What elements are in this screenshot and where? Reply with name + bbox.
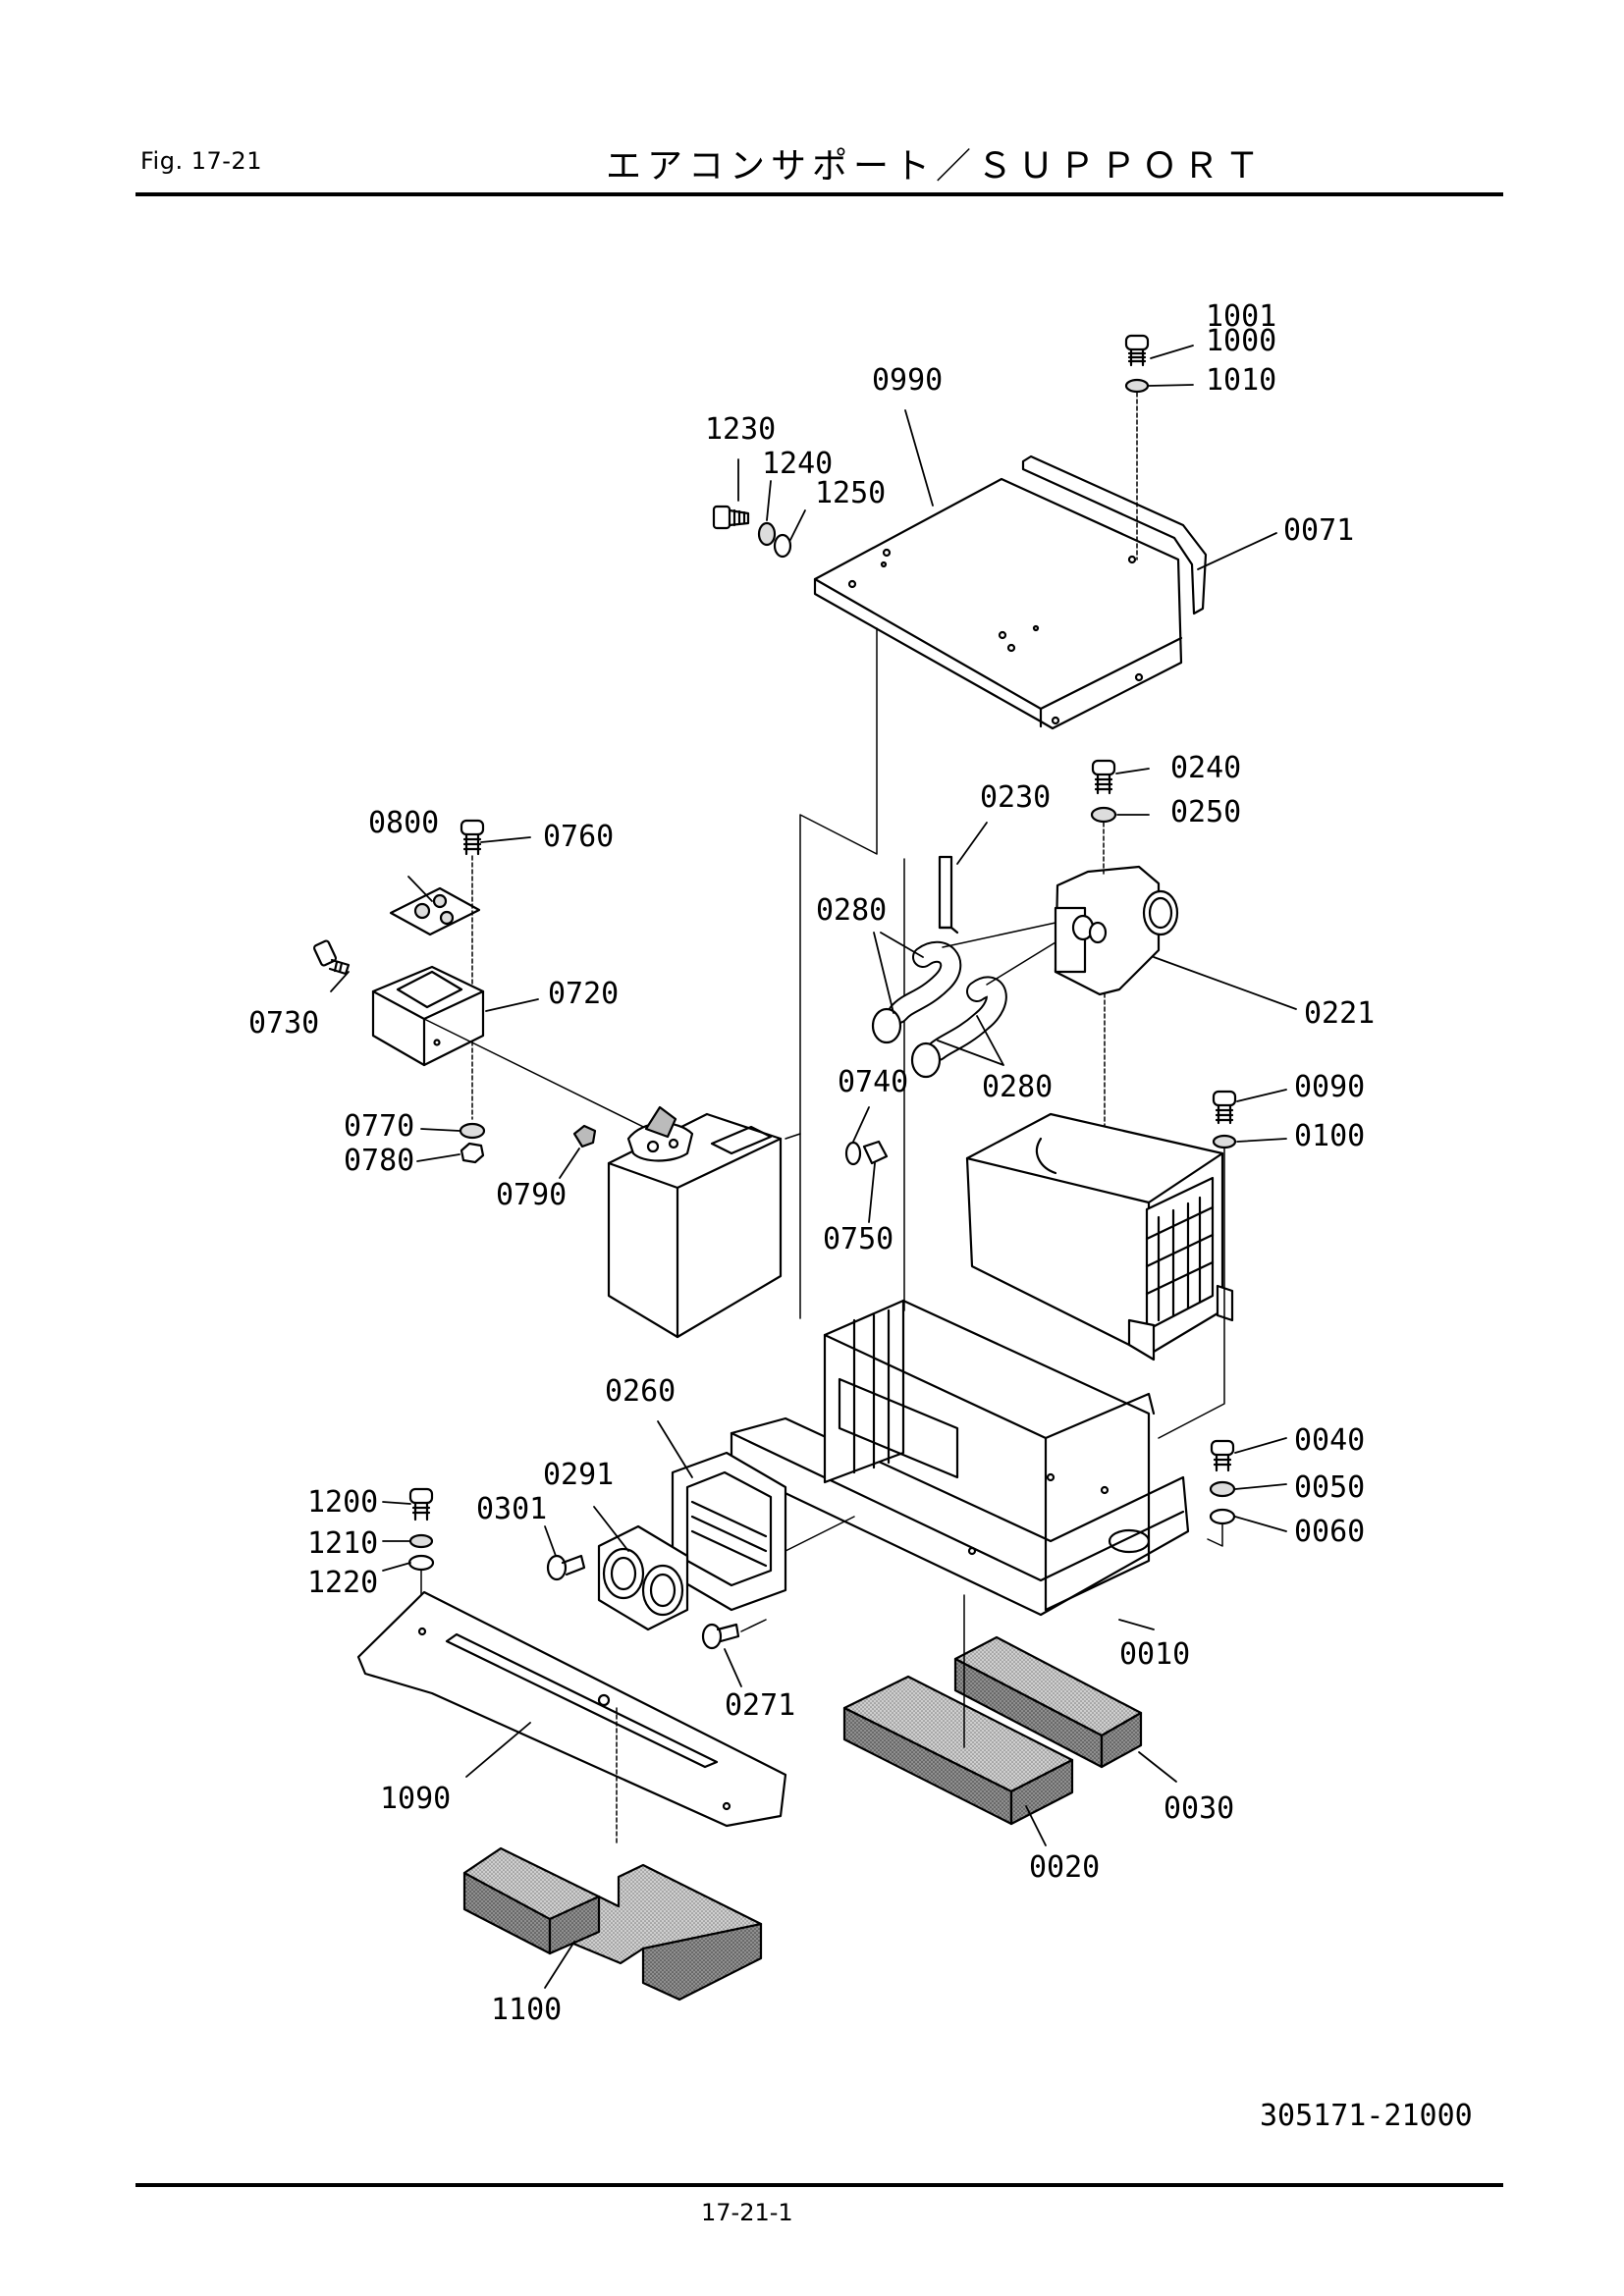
part-label-0271: 0271 (725, 1688, 795, 1723)
washer-0050 (1209, 1480, 1236, 1498)
bracket-0720 (371, 965, 485, 1067)
part-label-0750: 0750 (823, 1222, 893, 1256)
plate-1090 (356, 1590, 787, 1828)
washer-1220 (407, 1554, 435, 1572)
insulation-0030 (953, 1635, 1143, 1769)
bolt-0240 (1091, 759, 1116, 795)
part-label-1250: 1250 (815, 476, 886, 510)
duct-0221 (1054, 865, 1179, 1135)
header-rule (135, 192, 1503, 196)
bolt-1200 (408, 1487, 434, 1522)
seal-strip-0071 (1021, 454, 1208, 615)
part-label-1240: 1240 (762, 447, 833, 481)
part-label-0040: 0040 (1294, 1423, 1365, 1458)
part-label-0050: 0050 (1294, 1470, 1365, 1505)
part-label-1000: 1000 (1206, 324, 1276, 358)
part-label-1010: 1010 (1206, 363, 1276, 398)
part-label-0030: 0030 (1164, 1791, 1234, 1826)
bolt-0730 (312, 939, 351, 976)
part-label-0100: 0100 (1294, 1119, 1365, 1153)
fitting-0790 (572, 1124, 597, 1148)
part-label-0770: 0770 (344, 1109, 414, 1144)
screw-0271 (701, 1623, 740, 1650)
grille-0260 (671, 1451, 787, 1612)
part-label-0790: 0790 (496, 1178, 567, 1212)
insulation-1100 (462, 1846, 763, 2002)
part-label-0720: 0720 (548, 977, 619, 1011)
page-title: エアコンサポート／ＳＵＰＰＯＲＴ (606, 146, 1267, 187)
leader-lines (330, 345, 1297, 1989)
part-label-0990: 0990 (872, 363, 943, 398)
part-label-0071: 0071 (1283, 513, 1354, 548)
washer-1250 (773, 533, 792, 559)
bolt-0040 (1210, 1439, 1235, 1472)
cap-0750 (862, 1140, 889, 1165)
vent-0291 (597, 1524, 689, 1631)
part-label-1100: 1100 (491, 1993, 562, 2027)
page-number: 17-21-1 (701, 2199, 793, 2226)
strip-0230 (938, 855, 953, 930)
part-label-0020: 0020 (1029, 1850, 1100, 1885)
bolt-0090 (1212, 1090, 1237, 1125)
part-label-0280-lower: 0280 (982, 1070, 1053, 1104)
part-label-0230: 0230 (980, 780, 1051, 815)
part-label-0740: 0740 (838, 1065, 908, 1099)
part-label-0090: 0090 (1294, 1070, 1365, 1104)
washer-1240 (757, 521, 777, 547)
screw-0760 (460, 819, 485, 856)
ring-0740 (844, 1141, 862, 1166)
washer-0100 (1212, 1134, 1237, 1149)
bolt-1000 (1124, 334, 1150, 367)
part-label-0280: 0280 (816, 893, 887, 928)
washer-0770 (459, 1122, 486, 1140)
washer-1210 (408, 1533, 434, 1549)
part-labels: 1001 1000 1010 0990 1230 1240 1250 0071 … (248, 299, 1375, 2027)
part-label-0260: 0260 (605, 1374, 676, 1409)
part-label-0291: 0291 (543, 1458, 614, 1492)
footer-rule (135, 2183, 1503, 2187)
hoses-0280 (871, 922, 1056, 1079)
nut-0780 (460, 1142, 485, 1164)
screw-0301 (546, 1554, 586, 1581)
heater-unit (965, 1112, 1234, 1362)
drawing-number: 305171-21000 (1260, 2099, 1473, 2133)
tank-box (607, 1105, 783, 1339)
part-label-1230: 1230 (705, 412, 776, 447)
base-frame-0010 (730, 1299, 1190, 1617)
part-label-1200: 1200 (307, 1485, 378, 1520)
part-label-1210: 1210 (307, 1526, 378, 1561)
part-label-0250: 0250 (1170, 795, 1241, 829)
part-label-0730: 0730 (248, 1006, 319, 1041)
figure-number: Fig. 17-21 (140, 147, 262, 175)
part-label-1220: 1220 (307, 1566, 378, 1600)
washer-0250 (1090, 806, 1117, 824)
part-label-0240: 0240 (1170, 751, 1241, 785)
top-cover-0990 (813, 477, 1183, 730)
part-label-1090: 1090 (380, 1782, 451, 1816)
part-label-0760: 0760 (543, 820, 614, 854)
part-label-0010: 0010 (1119, 1637, 1190, 1672)
part-label-1001: 1001 (1206, 299, 1276, 334)
part-label-0800: 0800 (368, 806, 439, 840)
washer-1010 (1124, 378, 1150, 394)
part-label-0780: 0780 (344, 1144, 414, 1178)
bolt-1230 (712, 505, 750, 530)
panel-0800 (389, 886, 481, 936)
part-label-0221: 0221 (1304, 996, 1375, 1031)
washer-0060 (1209, 1508, 1236, 1525)
part-label-0060: 0060 (1294, 1515, 1365, 1549)
part-label-0301: 0301 (476, 1492, 547, 1526)
